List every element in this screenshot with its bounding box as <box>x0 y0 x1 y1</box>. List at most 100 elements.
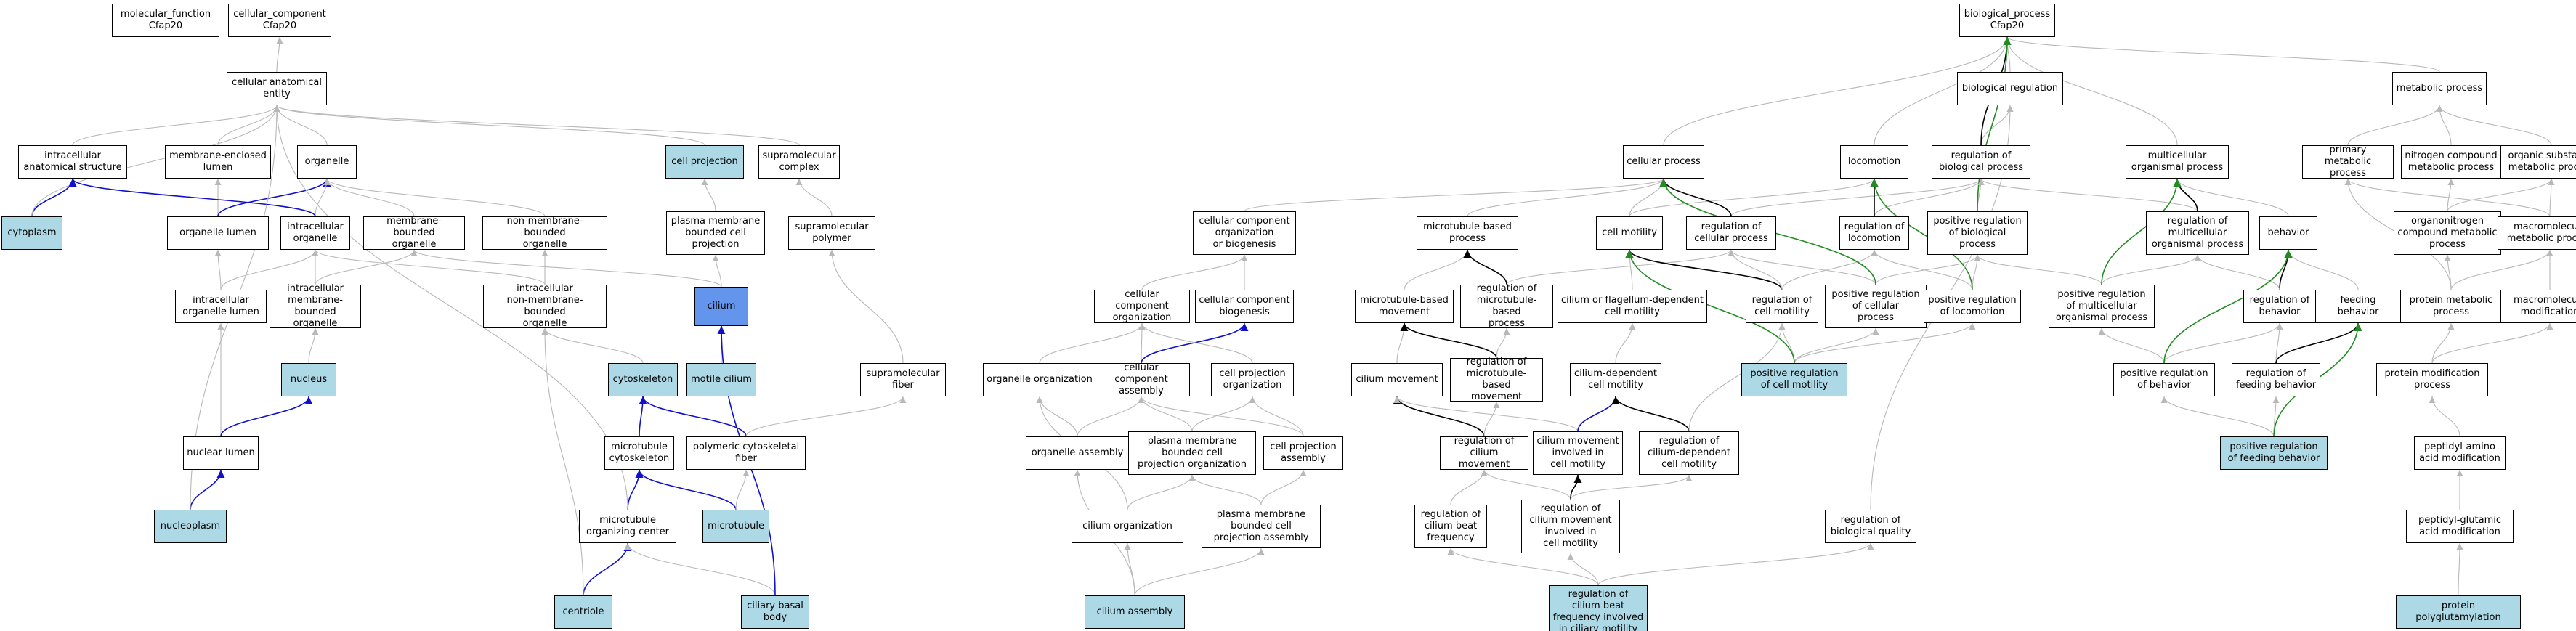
term-node-mbpr: microtubule-based process <box>1417 216 1518 250</box>
edge-io-to-org <box>315 178 331 217</box>
edge-cmicm-to-cdcm <box>1577 396 1620 432</box>
term-node-smp: supramolecular polymer <box>788 216 875 250</box>
edge-cm-to-cpr <box>1629 178 1667 217</box>
edge-cyto-to-ias <box>31 178 77 217</box>
term-node-ccob: cellular component organization or bioge… <box>1193 211 1296 255</box>
edge-ocmp-to-osmp <box>2447 178 2555 212</box>
edge-mt-to-pcf <box>735 469 750 510</box>
edge-rcbfcm-to-rbq <box>1597 542 1874 586</box>
term-node-nuc: nucleus <box>281 363 336 396</box>
edge-cp-to-cae <box>273 105 705 146</box>
edge-rcmicm-to-rcdcm <box>1570 474 1693 500</box>
edge-prbeh-to-beh <box>2163 249 2293 364</box>
term-node-cmicm: cilium movement involved in cell motilit… <box>1533 431 1623 475</box>
edge-prcp-to-rcp <box>1728 249 1876 285</box>
term-node-mbo: membrane-bounded organelle <box>363 216 465 250</box>
term-node-prbp: positive regulation of biological proces… <box>1927 211 2028 255</box>
term-node-mf: molecular_function Cfap20 <box>112 4 219 37</box>
edge-prcm-to-cm <box>1625 249 1795 364</box>
edge-iol-to-orgl <box>214 249 222 290</box>
term-node-orgl: organelle lumen <box>167 216 269 250</box>
term-node-cpa: cell projection assembly <box>1263 436 1343 470</box>
edge-mop-to-bp <box>2004 36 2178 146</box>
term-node-mel: membrane-enclosed lumen <box>165 145 271 179</box>
term-node-mt: microtubule <box>702 510 769 543</box>
edge-prloc-to-rloc <box>1871 249 1973 290</box>
edge-prcm-to-prloc <box>1794 322 1976 364</box>
term-node-cfdcm: cilium or flagellum-dependent cell motil… <box>1558 290 1707 323</box>
edge-rmbp-to-rcp <box>1506 249 1735 285</box>
edge-cent-to-mtoc <box>583 542 632 596</box>
edge-ppg-to-pgamod <box>2456 542 2463 596</box>
edge-rcbfcm-to-rcbf <box>1447 547 1599 586</box>
term-node-ocmp: organonitrogen compound metabolic proces… <box>2394 211 2501 255</box>
term-node-inmbo: intracellular non-membrane-bounded organ… <box>483 283 607 329</box>
edge-imbo-to-mbo <box>315 249 418 285</box>
edge-ca-to-corg <box>1124 542 1135 596</box>
edge-cae-to-cc <box>276 36 283 73</box>
edge-pmop-to-prmp <box>2431 322 2455 364</box>
edge-rmbp-to-mbpr <box>1463 249 1507 285</box>
term-node-prcp: positive regulation of cellular process <box>1825 285 1927 328</box>
edge-beh-to-mop <box>2174 178 2289 217</box>
term-node-prcm: positive regulation of cell motility <box>1741 363 1847 396</box>
edge-mt-to-mtcs <box>635 469 737 510</box>
edge-pmbcpo-to-cca <box>1138 396 1193 432</box>
edge-corg-to-pmbcpo <box>1127 474 1196 510</box>
edge-cm-to-loc <box>1629 178 1878 217</box>
term-node-prmp: protein metabolic process <box>2400 290 2502 323</box>
term-node-rmop: regulation of multicellular organismal p… <box>2146 211 2249 255</box>
term-node-nmbo: non-membrane-bounded organelle <box>482 216 607 250</box>
term-node-ca: cilium assembly <box>1085 595 1185 629</box>
edge-orgl-to-org <box>217 178 331 217</box>
term-node-pmop: protein modification process <box>2376 363 2488 396</box>
edge-prbeh-to-rbeh <box>2163 322 2283 364</box>
edge-org-to-cae <box>273 105 328 146</box>
edge-pcf-to-cytsk <box>639 396 747 437</box>
term-node-rbq: regulation of biological quality <box>1825 510 1916 543</box>
edge-rfb-to-fb <box>2275 322 2362 364</box>
edge-rcp-to-cpr <box>1659 178 1732 217</box>
edge-nucp-to-nl <box>190 469 225 510</box>
term-node-cpo: cell projection organization <box>1211 363 1294 396</box>
edge-rcdcm-to-cdcm <box>1611 396 1690 432</box>
edge-rbp-to-br <box>1980 105 2014 146</box>
edge-prmop-to-prbp <box>1974 254 2102 285</box>
edge-pmp-to-mp <box>2347 105 2443 146</box>
edge-smf-to-smp <box>828 249 904 364</box>
edge-oa-to-oorg <box>1036 396 1078 437</box>
edge-prcp-to-prbp <box>1875 254 1981 285</box>
edge-cent-to-inmbo <box>541 327 584 596</box>
term-node-mc: motile cilium <box>686 363 756 396</box>
edge-ocmp-to-ncmp <box>2447 178 2455 212</box>
edge-prmop-to-rmop <box>2101 254 2201 285</box>
edge-rcmov-to-rmbm <box>1483 401 1500 437</box>
edge-ncmp-to-mp <box>2436 105 2452 146</box>
term-node-cyto: cytoplasm <box>1 216 62 250</box>
term-node-rcbfcm: regulation of cilium beat frequency invo… <box>1549 585 1648 631</box>
term-node-cca: cellular component assembly <box>1093 362 1190 396</box>
term-node-imbo: intracellular membrane-bounded organelle <box>270 283 361 329</box>
edge-cpa-to-cpo <box>1249 396 1304 437</box>
edge-cca-to-cco <box>1138 322 1146 364</box>
edge-prcm-to-rcm <box>1778 322 1795 364</box>
term-node-pmbcp: plasma membrane bounded cell projection <box>666 211 765 255</box>
term-node-pmp: primary metabolic process <box>2302 144 2394 179</box>
term-node-ccb: cellular component biogenesis <box>1195 290 1294 323</box>
edge-cca-to-ccb <box>1141 322 1249 364</box>
term-node-rcm: regulation of cell motility <box>1746 290 1818 323</box>
term-node-mmp: macromolecule metabolic process <box>2498 216 2576 250</box>
term-node-rbp: regulation of biological process <box>1932 145 2030 179</box>
edge-mmp-to-pmp <box>2344 178 2551 217</box>
edge-fb-to-beh <box>2285 249 2359 290</box>
edge-rcmicm-to-rcmov <box>1481 469 1571 500</box>
edge-mbo-to-org <box>323 178 415 217</box>
term-node-smc: supramolecular complex <box>758 145 840 179</box>
edge-rloc-to-rbp <box>1874 178 1985 217</box>
edge-pcf-to-smf <box>745 396 907 437</box>
edge-rcm-to-rloc <box>1781 249 1878 290</box>
term-node-paamod: peptidyl-amino acid modification <box>2414 436 2506 470</box>
edge-rmop-to-rbp <box>1977 178 2198 212</box>
edge-pmbcpa-to-pmbcpo <box>1188 474 1262 505</box>
edge-prmop-to-mop <box>2101 178 2182 285</box>
